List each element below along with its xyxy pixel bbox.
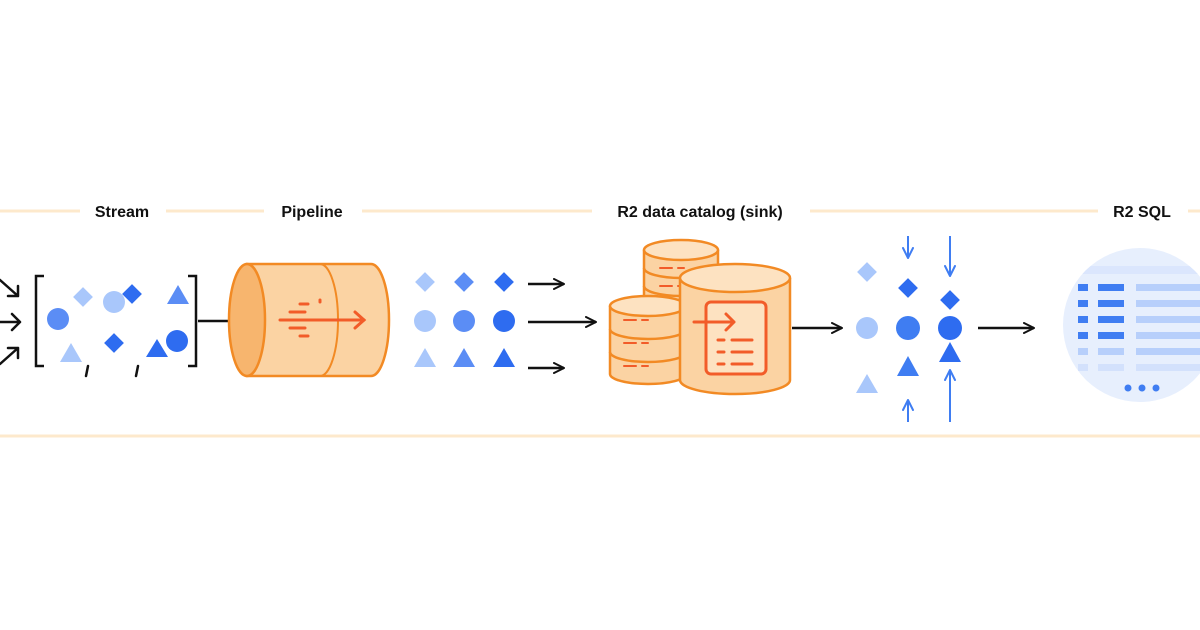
triangle-icon: [493, 348, 515, 367]
stream-brackets: [34, 274, 198, 368]
circle-icon: [896, 316, 920, 340]
triangle-icon: [167, 285, 189, 304]
circle-icon: [453, 310, 475, 332]
circle-icon: [856, 317, 878, 339]
diamond-icon: [857, 262, 877, 282]
sql-results-table: [1063, 248, 1200, 402]
stream-shapes: [47, 284, 189, 378]
diamond-icon: [415, 272, 435, 292]
flow-band: [0, 209, 1200, 438]
stage-label-sql: R2 SQL: [1113, 204, 1171, 221]
diamond-icon: [454, 272, 474, 292]
circle-icon: [938, 316, 962, 340]
stage-label-catalog: R2 data catalog (sink): [617, 204, 782, 221]
circle-icon: [414, 310, 436, 332]
pipeline-flow-icon: [278, 298, 367, 338]
pipeline-cylinder: [227, 262, 391, 378]
triangle-icon: [414, 348, 436, 367]
stage-label-pipeline: Pipeline: [281, 204, 342, 221]
triangle-icon: [897, 356, 919, 376]
query-shapes: [856, 236, 962, 422]
circle-icon: [47, 308, 69, 330]
catalog-document-icon: [692, 300, 768, 376]
diamond-icon: [940, 290, 960, 310]
triangle-icon: [146, 339, 168, 357]
stream-input-arrows: [0, 278, 22, 366]
arrows-to-catalog: [528, 278, 597, 374]
diamond-icon: [898, 278, 918, 298]
triangle-icon: [60, 343, 82, 362]
diamond-icon: [494, 272, 514, 292]
stage-label-stream: Stream: [95, 204, 149, 221]
diamond-icon: [73, 287, 93, 307]
more-icon: [1124, 384, 1160, 392]
circle-icon: [493, 310, 515, 332]
triangle-icon: [453, 348, 475, 367]
diamond-icon: [122, 284, 142, 304]
circle-icon: [103, 291, 125, 313]
diamond-icon: [104, 333, 124, 353]
pipeline-output-shapes: [414, 272, 515, 367]
triangle-icon: [939, 342, 961, 362]
circle-icon: [166, 330, 188, 352]
triangle-icon: [856, 374, 878, 393]
